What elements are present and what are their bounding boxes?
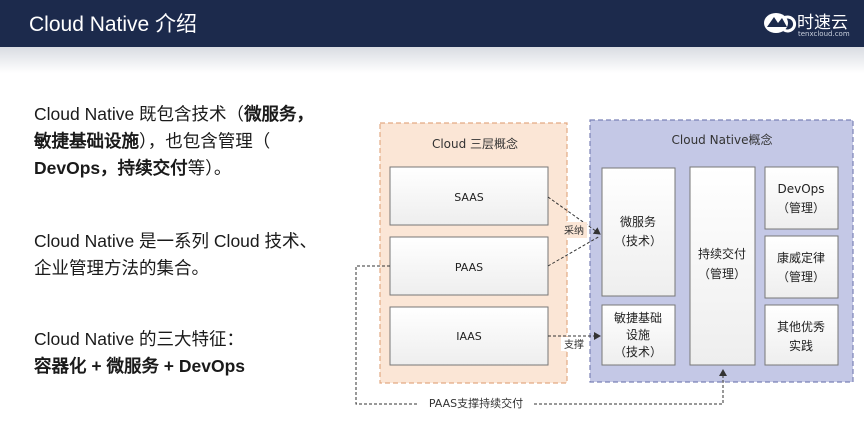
iaas-label: IAAS	[456, 330, 482, 343]
other-practices-label: 其他优秀	[777, 320, 825, 334]
devops-box	[764, 166, 839, 230]
microservices-sublabel: （技术）	[614, 234, 662, 248]
devops-label: DevOps	[777, 182, 824, 196]
text-run: Cloud Native 是一系列 Cloud 技术、	[34, 231, 317, 251]
paas-delivery-label: PAAS支撑持续交付	[429, 396, 523, 410]
text-line: Cloud Native 既包含技术（微服务，	[34, 101, 314, 128]
microservices-box	[601, 167, 676, 297]
paragraph-three-features: Cloud Native 的三大特征： 容器化 + 微服务 + DevOps	[34, 326, 245, 380]
continuous-delivery-label: 持续交付	[698, 246, 746, 261]
text-run-bold: 容器化 + 微服务 + DevOps	[34, 356, 246, 376]
text-run: 等）。	[187, 158, 232, 178]
header-shadow	[0, 47, 864, 73]
slide-title: Cloud Native 介绍	[29, 13, 198, 36]
agile-infra-label-3: （技术）	[614, 345, 662, 359]
adopt-label: 采纳	[564, 224, 584, 237]
agile-infra-label-2: 设施	[626, 328, 650, 342]
iaas-box	[389, 306, 549, 366]
other-practices-box	[764, 304, 839, 366]
continuous-delivery-sublabel: （管理）	[698, 266, 746, 281]
logo-name: 时速云	[797, 13, 848, 33]
agile-infra-label-1: 敏捷基础	[614, 310, 662, 325]
paas-delivery-arrow	[355, 265, 727, 405]
agile-infra-box	[601, 304, 676, 366]
conway-law-sublabel: （管理）	[777, 269, 825, 284]
text-line: 企业管理方法的集合。	[34, 255, 317, 282]
devops-sublabel: （管理）	[777, 200, 825, 215]
text-run-bold: DevOps，持续交付	[34, 158, 188, 178]
other-practices-sublabel: 实践	[789, 338, 813, 353]
text-run-bold: 微服务，	[244, 104, 315, 124]
text-line: DevOps，持续交付等）。	[34, 155, 314, 182]
text-line: Cloud Native 是一系列 Cloud 技术、	[34, 228, 317, 255]
text-line: 容器化 + 微服务 + DevOps	[34, 353, 245, 380]
text-line: Cloud Native 的三大特征：	[34, 326, 245, 353]
logo-url: tenxcloud.com	[798, 30, 850, 38]
paragraph-tech-and-management: Cloud Native 既包含技术（微服务， 敏捷基础设施），也包含管理（ D…	[34, 101, 314, 182]
text-run: ），也包含管理（	[139, 131, 271, 151]
adopt-arrow-from-paas	[547, 235, 601, 267]
adopt-label-bg	[561, 222, 587, 238]
text-run: Cloud Native 既包含技术（	[34, 104, 245, 124]
text-run: Cloud Native 的三大特征：	[34, 329, 245, 349]
microservices-label: 微服务	[620, 214, 656, 229]
text-run: 企业管理方法的集合。	[34, 258, 209, 278]
saas-box	[389, 166, 549, 226]
paas-box	[389, 236, 549, 296]
conway-law-box	[764, 235, 839, 299]
cloud-logo-icon	[764, 13, 797, 33]
saas-label: SAAS	[454, 191, 484, 204]
cloud-layers-title: Cloud 三层概念	[432, 136, 518, 151]
text-line: 敏捷基础设施），也包含管理（	[34, 128, 314, 155]
adopt-arrow-from-saas	[547, 196, 601, 235]
brand-logo: 时速云 tenxcloud.com	[763, 7, 859, 41]
text-run-bold: 敏捷基础设施	[34, 131, 139, 151]
continuous-delivery-box	[689, 166, 756, 366]
paragraph-collection: Cloud Native 是一系列 Cloud 技术、 企业管理方法的集合。	[34, 228, 317, 282]
cloud-native-title: Cloud Native概念	[672, 132, 773, 147]
support-label: 支撑	[564, 338, 584, 351]
paas-delivery-label-bg	[418, 396, 534, 411]
title-bar: Cloud Native 介绍 时速云 tenxcloud.com	[0, 0, 864, 47]
paas-label: PAAS	[455, 261, 483, 274]
conway-law-label: 康威定律	[777, 250, 825, 265]
support-label-bg	[561, 337, 587, 351]
